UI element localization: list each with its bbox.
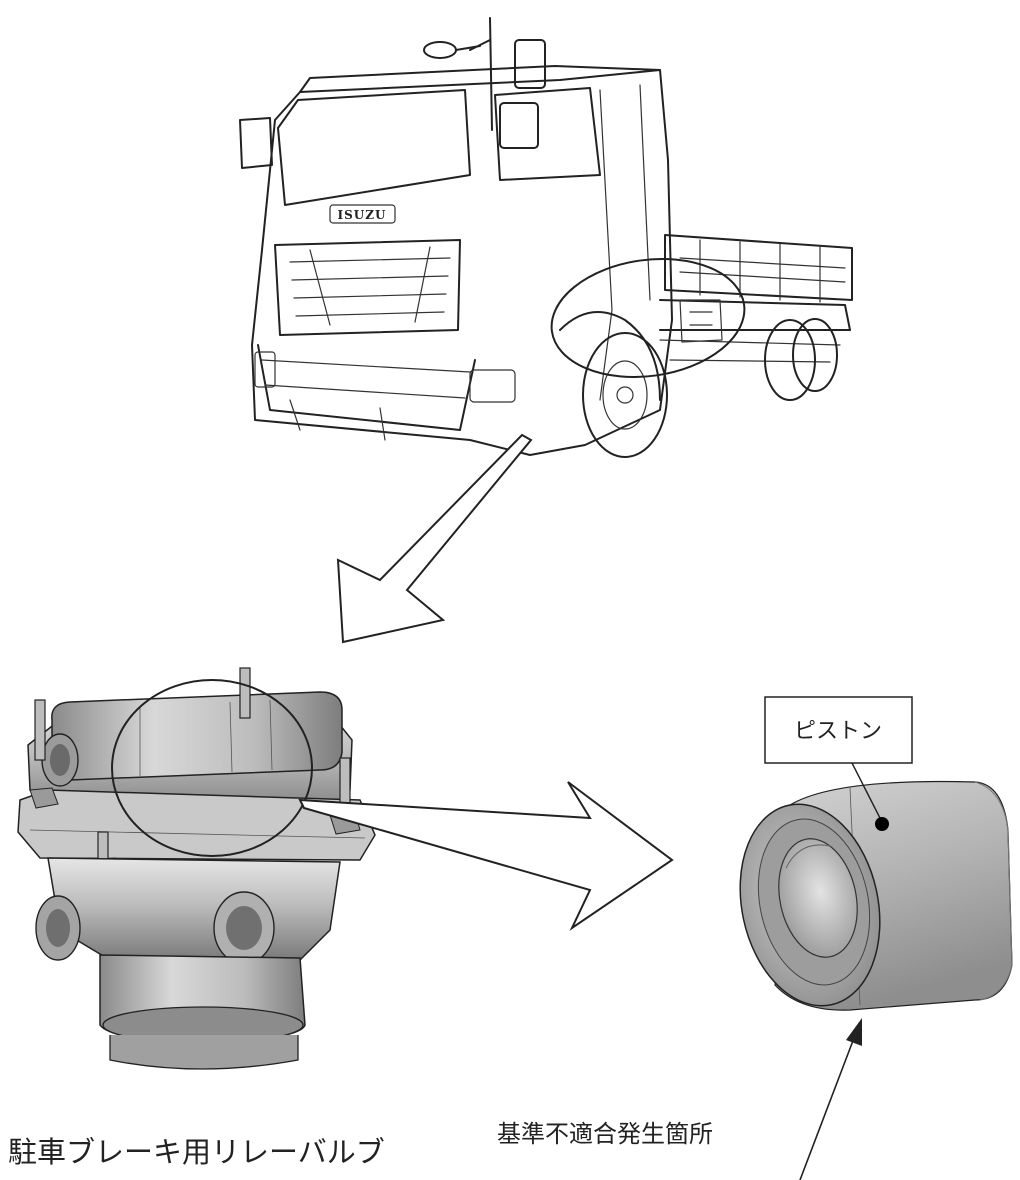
piston-leader-line bbox=[851, 762, 883, 823]
zoom-arrow-right bbox=[298, 781, 674, 931]
piston-label: ピストン bbox=[794, 719, 882, 744]
defect-location-label: 基準不適合発生箇所 bbox=[497, 1120, 713, 1148]
piston-callout-box bbox=[764, 696, 913, 764]
truck-illustration bbox=[239, 17, 853, 458]
zoom-arrow-down bbox=[336, 433, 533, 644]
truck-badge: ISUZU bbox=[338, 208, 387, 222]
defect-location-arrow bbox=[799, 1018, 862, 1180]
relay-valve-label: 駐車ブレーキ用リレーバルブ bbox=[8, 1135, 385, 1169]
piston-illustration bbox=[739, 780, 1013, 1011]
relay-valve-illustration bbox=[17, 667, 376, 1070]
piston-leader-dot bbox=[875, 817, 889, 831]
